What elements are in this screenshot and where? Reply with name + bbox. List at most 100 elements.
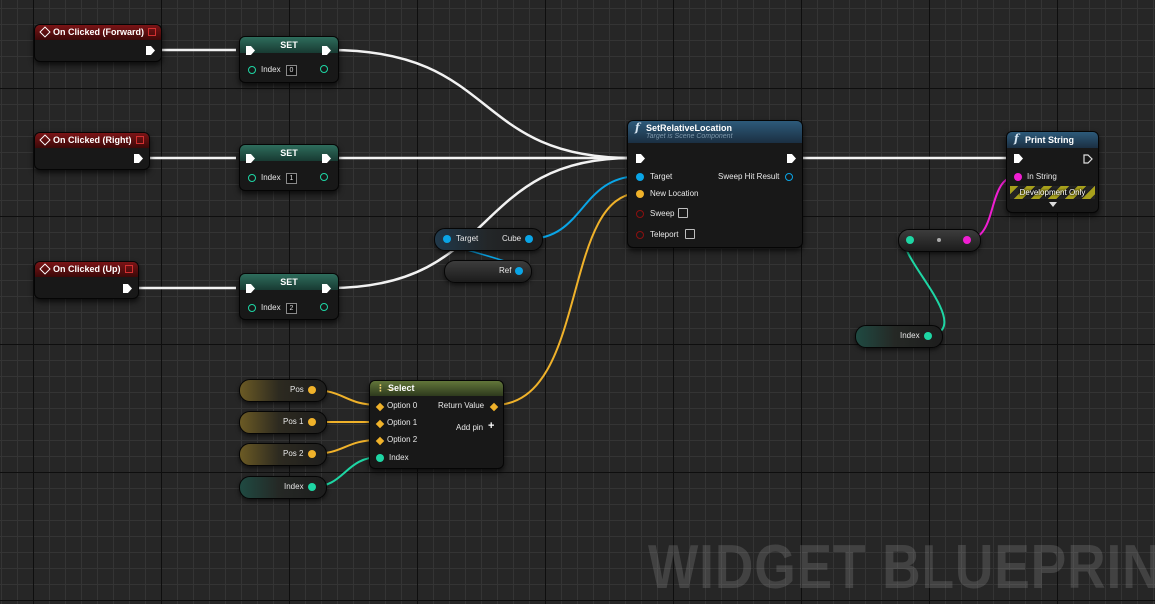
- pin-label: Option 1: [387, 418, 418, 427]
- set-node-0[interactable]: SET Index 0: [239, 36, 339, 83]
- index-value-field[interactable]: 0: [286, 65, 297, 76]
- option-1-pin[interactable]: [375, 419, 385, 429]
- vector-out-pin[interactable]: [308, 386, 316, 394]
- teleport-checkbox[interactable]: [685, 229, 695, 239]
- sweep-pin[interactable]: [636, 210, 644, 218]
- delegate-pin-icon[interactable]: [148, 28, 156, 36]
- target-pin[interactable]: [443, 235, 451, 243]
- variable-label: Index: [900, 331, 920, 340]
- expand-arrow-icon[interactable]: [1049, 202, 1057, 207]
- index-out-pin[interactable]: [320, 173, 328, 181]
- exec-out-pin[interactable]: [322, 46, 331, 55]
- print-string-node[interactable]: f Print String In String Development Onl…: [1006, 131, 1099, 213]
- delegate-pin-icon[interactable]: [136, 136, 144, 144]
- vector-wire: [493, 192, 641, 406]
- exec-in-pin[interactable]: [636, 154, 645, 163]
- vector-out-pin[interactable]: [308, 418, 316, 426]
- int-out-pin[interactable]: [924, 332, 932, 340]
- index-value-field[interactable]: 1: [286, 173, 297, 184]
- teleport-pin[interactable]: [636, 231, 644, 239]
- event-title: On Clicked (Right): [53, 135, 132, 145]
- new-location-pin[interactable]: [636, 190, 644, 198]
- target-pin[interactable]: [636, 173, 644, 181]
- pin-label: Target: [650, 172, 673, 181]
- string-out-pin[interactable]: [963, 236, 971, 244]
- function-icon: f: [635, 121, 640, 134]
- delegate-pin-icon[interactable]: [125, 265, 133, 273]
- exec-in-pin[interactable]: [246, 154, 255, 163]
- select-icon: ⋮→: [376, 383, 394, 393]
- index-value-field[interactable]: 2: [286, 303, 297, 314]
- index-out-pin[interactable]: [320, 65, 328, 73]
- node-title: SET: [240, 274, 338, 290]
- index-out-pin[interactable]: [320, 303, 328, 311]
- pin-label: New Location: [650, 189, 699, 198]
- index-in-pin[interactable]: [248, 66, 256, 74]
- exec-out-pin[interactable]: [787, 154, 796, 163]
- option-0-pin[interactable]: [375, 402, 385, 412]
- pin-label: Option 2: [387, 435, 418, 444]
- option-2-pin[interactable]: [375, 436, 385, 446]
- event-icon: [39, 263, 51, 275]
- exec-out-pin-icon: [1083, 154, 1093, 164]
- set-node-2[interactable]: SET Index 2: [239, 273, 339, 320]
- event-node-up[interactable]: On Clicked (Up): [34, 261, 139, 299]
- node-title: Print String: [1025, 135, 1074, 145]
- index-in-pin[interactable]: [248, 174, 256, 182]
- pin-label: Index: [261, 65, 281, 74]
- function-icon: f: [1014, 132, 1019, 145]
- variable-label: Ref: [499, 266, 512, 275]
- ref-out-pin[interactable]: [515, 267, 523, 275]
- return-value-pin[interactable]: [489, 402, 499, 412]
- exec-out-pin[interactable]: [146, 46, 155, 55]
- ref-variable-node[interactable]: Ref: [444, 260, 532, 283]
- index-variable-node[interactable]: Index: [239, 476, 327, 499]
- event-title: On Clicked (Forward): [53, 27, 145, 37]
- exec-in-pin[interactable]: [246, 284, 255, 293]
- set-node-1[interactable]: SET Index 1: [239, 144, 339, 191]
- node-title: Select: [388, 383, 415, 393]
- variable-label: Pos: [290, 385, 304, 394]
- cube-out-pin[interactable]: [525, 235, 533, 243]
- event-icon: [39, 26, 51, 38]
- variable-label: Pos 2: [283, 449, 304, 458]
- pin-label: Sweep Hit Result: [718, 172, 780, 181]
- exec-out-pin[interactable]: [123, 284, 132, 293]
- pin-label: In String: [1027, 172, 1057, 181]
- in-string-pin[interactable]: [1014, 173, 1022, 181]
- pos1-variable-node[interactable]: Pos 1: [239, 411, 327, 434]
- exec-in-pin[interactable]: [246, 46, 255, 55]
- exec-in-pin[interactable]: [1014, 154, 1023, 163]
- int-in-pin[interactable]: [906, 236, 914, 244]
- conversion-node[interactable]: [898, 229, 981, 252]
- sweep-checkbox[interactable]: [678, 208, 688, 218]
- exec-out-pin[interactable]: [134, 154, 143, 163]
- pin-label: Cube: [502, 234, 522, 243]
- sweep-hit-result-pin[interactable]: [785, 173, 793, 181]
- pos2-variable-node[interactable]: Pos 2: [239, 443, 327, 466]
- select-node[interactable]: ⋮→ Select Option 0 Return Value Option 1…: [369, 380, 504, 469]
- event-icon: [39, 134, 51, 146]
- pin-label: Teleport: [650, 230, 679, 239]
- add-pin-icon[interactable]: +: [488, 420, 495, 432]
- set-relative-location-node[interactable]: f SetRelativeLocation Target is Scene Co…: [627, 120, 803, 248]
- node-title: SET: [240, 145, 338, 161]
- index-pin[interactable]: [376, 454, 384, 462]
- event-node-right[interactable]: On Clicked (Right): [34, 132, 150, 170]
- exec-out-pin[interactable]: [322, 284, 331, 293]
- variable-label: Index: [284, 482, 304, 491]
- pin-label: Sweep: [650, 209, 675, 218]
- dot-icon: [937, 238, 941, 242]
- int-out-pin[interactable]: [308, 483, 316, 491]
- index-in-pin[interactable]: [248, 304, 256, 312]
- pin-label: Index: [389, 453, 409, 462]
- event-node-forward[interactable]: On Clicked (Forward): [34, 24, 162, 62]
- pin-label: Index: [261, 303, 281, 312]
- cube-getter-node[interactable]: Target Cube: [434, 228, 543, 251]
- vector-out-pin[interactable]: [308, 450, 316, 458]
- pin-label: Return Value: [438, 401, 485, 410]
- index-variable-node[interactable]: Index: [855, 325, 943, 348]
- exec-out-pin[interactable]: [322, 154, 331, 163]
- pos-variable-node[interactable]: Pos: [239, 379, 327, 402]
- event-title: On Clicked (Up): [53, 264, 121, 274]
